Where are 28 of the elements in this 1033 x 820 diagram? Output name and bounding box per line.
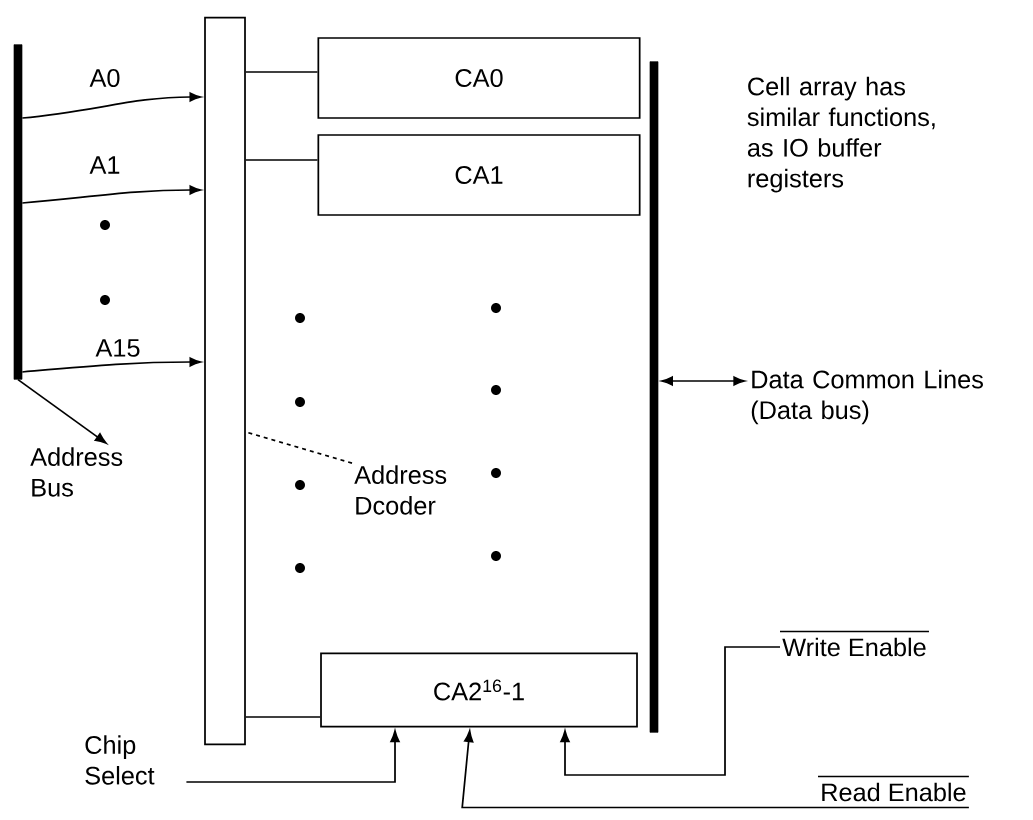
arrow bbox=[185, 730, 400, 783]
leader-line bbox=[245, 431, 353, 465]
address-bus-bar bbox=[13, 44, 23, 380]
cell-box: CA1 bbox=[317, 134, 641, 216]
signal-label: Read Enable bbox=[817, 775, 970, 802]
connector-line bbox=[245, 159, 319, 161]
arrow bbox=[21, 357, 202, 373]
signal-label: Chip Select bbox=[85, 735, 155, 785]
edge-label: A15 bbox=[95, 339, 140, 357]
cell-box: CA2$^{16}$-1 bbox=[320, 652, 638, 728]
cell-box: CA0 bbox=[317, 37, 641, 119]
connector-line bbox=[245, 716, 321, 718]
arrow bbox=[21, 185, 202, 204]
edge-label: A0 bbox=[89, 69, 120, 87]
arrow bbox=[17, 378, 107, 444]
signal-label: Write Enable bbox=[779, 630, 930, 657]
arrow bbox=[661, 376, 746, 386]
decoder-column bbox=[204, 16, 246, 746]
data-bus-label: Data Common Lines (Data bus) bbox=[751, 369, 983, 425]
bus-label: Address Bus bbox=[30, 447, 123, 497]
connector-line bbox=[245, 71, 319, 73]
data-bus-bar bbox=[649, 61, 659, 733]
edge-label: A1 bbox=[89, 156, 120, 174]
decoder-label: Address Dcoder bbox=[354, 465, 447, 515]
note-text: Cell array has similar functions, as IO buffer registers bbox=[747, 76, 935, 193]
arrow bbox=[461, 730, 970, 809]
arrow bbox=[560, 646, 781, 776]
arrow bbox=[21, 92, 202, 119]
